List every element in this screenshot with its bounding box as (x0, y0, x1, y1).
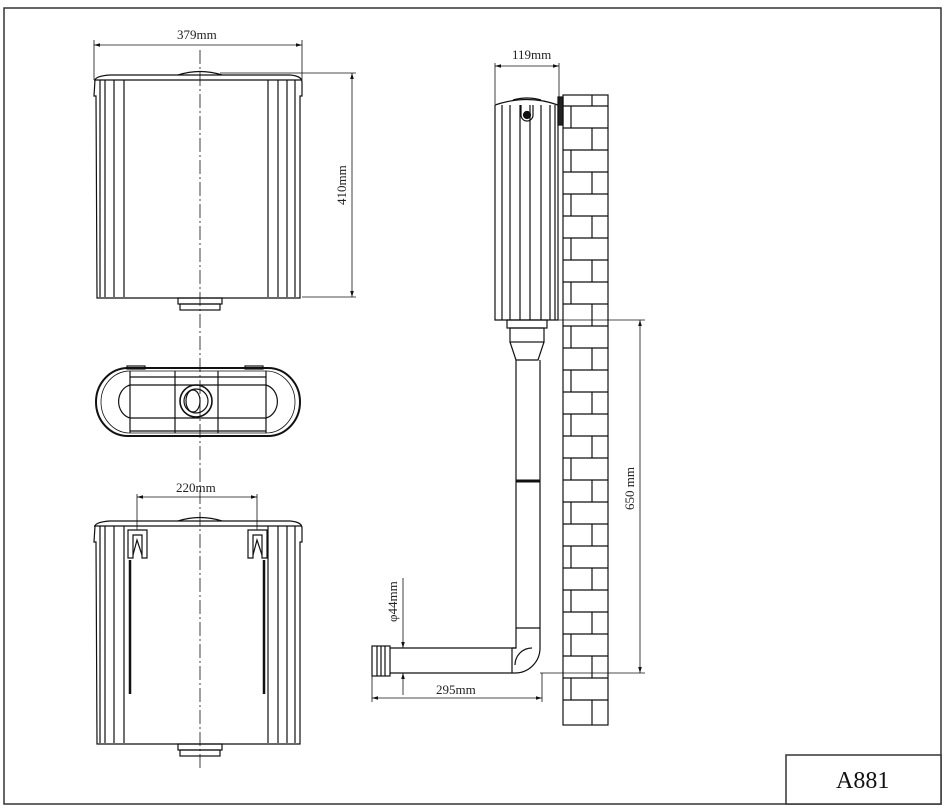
outlet-length-label: 295mm (436, 682, 476, 697)
outlet-diameter-label: φ44mm (385, 581, 400, 622)
front-view (93, 40, 356, 770)
title-block (785, 754, 942, 805)
side-depth-label: 119mm (512, 47, 551, 62)
back-view (93, 494, 303, 757)
pipe-height-label: 650 mm (622, 467, 637, 510)
drawing-border (3, 7, 942, 805)
bracket-spacing-label: 220mm (176, 480, 216, 495)
top-view (95, 365, 301, 437)
brick-wall (562, 94, 609, 726)
model-number: A881 (836, 768, 889, 794)
side-view (371, 63, 645, 702)
front-height-label: 410mm (334, 165, 349, 205)
front-width-label: 379mm (177, 27, 217, 42)
